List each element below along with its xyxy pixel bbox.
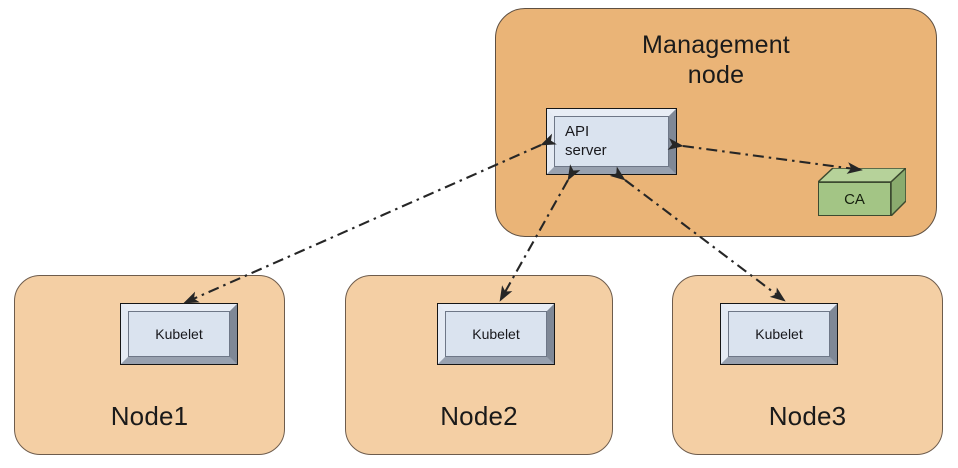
kubelet-face-3 [728, 311, 830, 357]
node-label-2: Node2 [440, 401, 518, 432]
api-server-label: API server [565, 123, 607, 159]
kubelet-box-3[interactable]: Kubelet [720, 303, 838, 365]
node-group-2[interactable]: Node2 [345, 275, 613, 455]
kubelet-box-1[interactable]: Kubelet [120, 303, 238, 365]
kubelet-label-2: Kubelet [472, 326, 520, 342]
node-group-1[interactable]: Node1 [14, 275, 285, 455]
kubelet-label-3: Kubelet [755, 326, 803, 342]
kubelet-box-2[interactable]: Kubelet [437, 303, 555, 365]
ca-box[interactable]: CA [818, 168, 906, 216]
kubelet-face-2 [445, 311, 547, 357]
kubelet-face-1 [128, 311, 230, 357]
node-group-3[interactable]: Node3 [672, 275, 943, 455]
node-label-3: Node3 [768, 401, 847, 432]
ca-label: CA [818, 182, 891, 216]
api-server-box[interactable]: API server [546, 108, 677, 175]
management-node-title: Management node [642, 31, 790, 89]
node-label-1: Node1 [110, 401, 189, 432]
kubelet-label-1: Kubelet [155, 326, 203, 342]
